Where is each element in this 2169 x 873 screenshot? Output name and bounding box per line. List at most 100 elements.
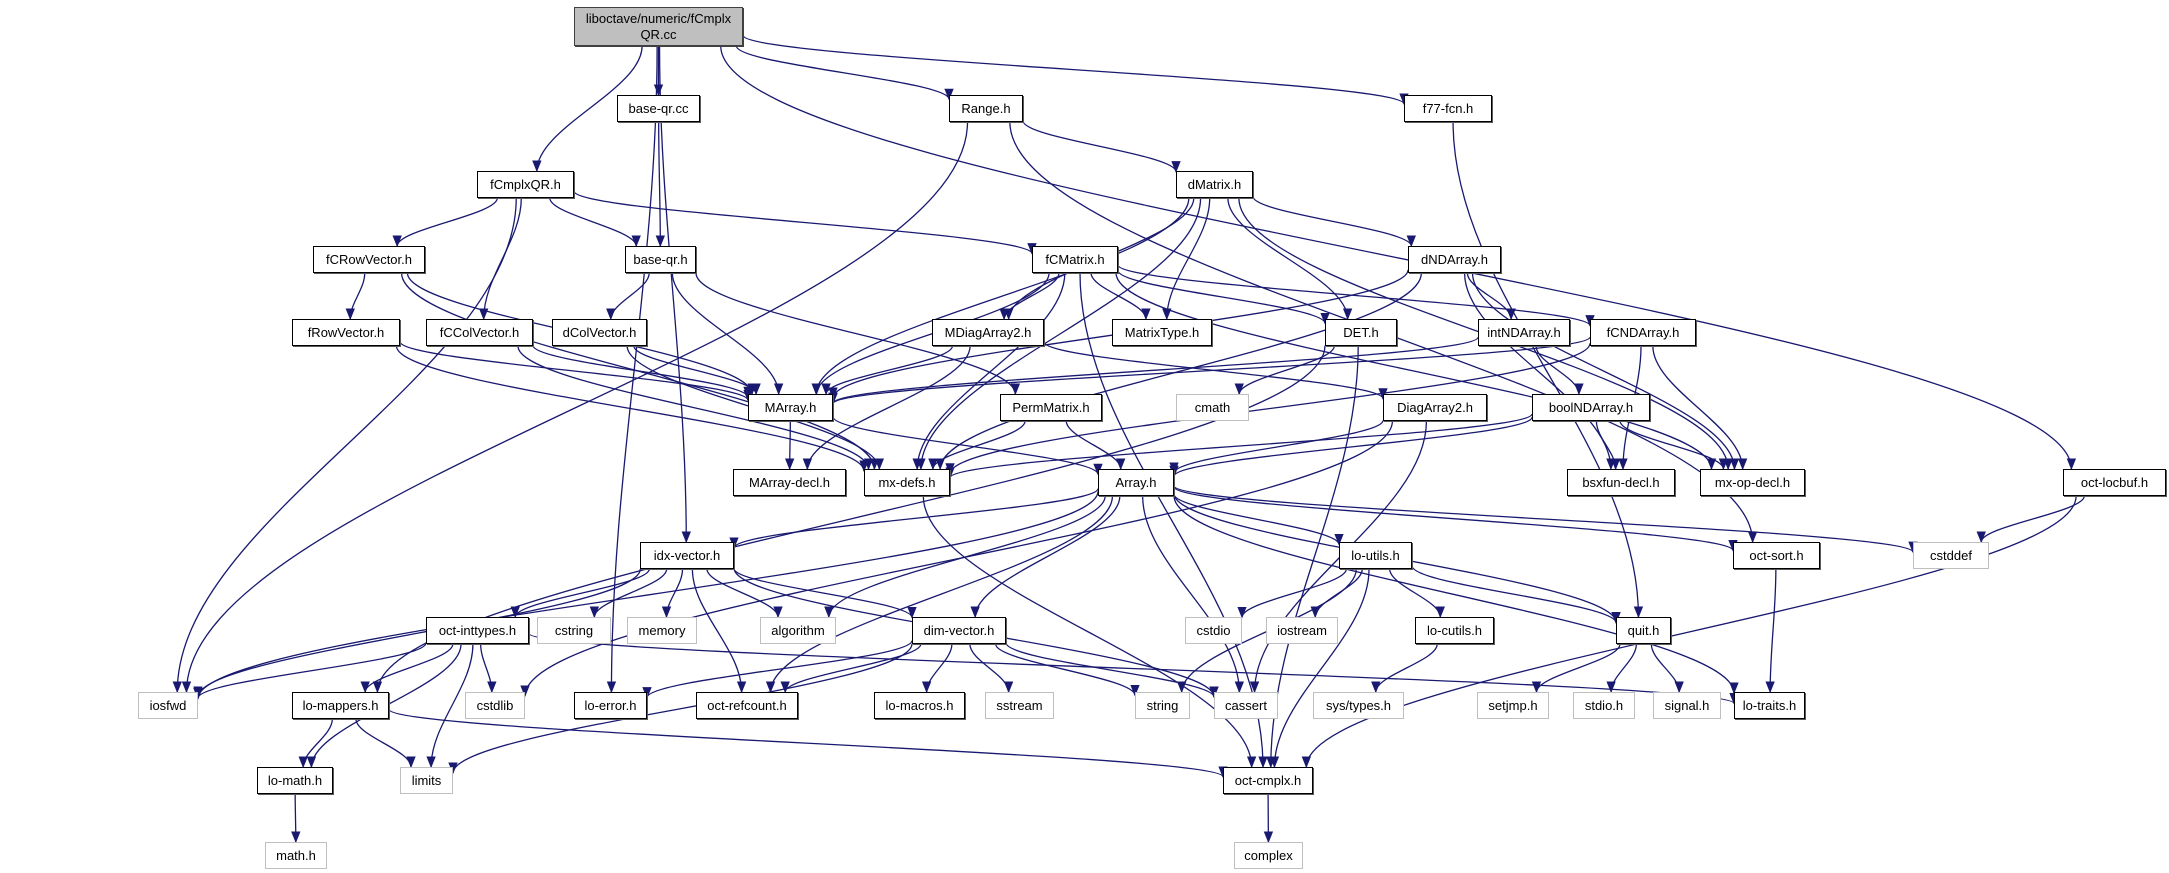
edge-quit-h-to-stdio-h bbox=[1606, 643, 1638, 694]
node-base-qr-cc[interactable]: base-qr.cc bbox=[617, 95, 700, 122]
edge-permmatrix-h-to-mx-defs-h bbox=[928, 420, 1026, 471]
edge-array-h-to-oct-refcount-h bbox=[765, 495, 1114, 694]
node-diagarray2-h[interactable]: DiagArray2.h bbox=[1383, 394, 1487, 421]
node-permmatrix-h[interactable]: PermMatrix.h bbox=[1000, 394, 1102, 421]
node-idx-vector-h[interactable]: idx-vector.h bbox=[640, 542, 734, 569]
edge-array-h-to-lo-traits-h bbox=[1173, 495, 1739, 695]
edge-quit-h-to-signal-h bbox=[1650, 643, 1684, 694]
node-lo-utils-h[interactable]: lo-utils.h bbox=[1339, 542, 1412, 569]
edge-fcmatrix-h-to-mx-defs-h bbox=[912, 272, 1066, 471]
node-mdiagarray2-h[interactable]: MDiagArray2.h bbox=[932, 319, 1044, 346]
node-stdio-h: stdio.h bbox=[1573, 692, 1635, 719]
edge-base-qr-h-to-permmatrix-h bbox=[695, 272, 1020, 396]
node-fcmplxqr-h[interactable]: fCmplxQR.h bbox=[477, 171, 574, 198]
edge-dim-vector-h-to-sstream bbox=[969, 643, 1014, 694]
edge-fcmplxqr-h-to-fcrowvector-h bbox=[392, 197, 498, 248]
edge-intndarray-h-to-marray-h bbox=[828, 336, 1479, 405]
node-base-qr-h[interactable]: base-qr.h bbox=[625, 246, 696, 273]
node-fcmatrix-h[interactable]: fCMatrix.h bbox=[1032, 246, 1118, 273]
edge-idx-vector-h-to-algorithm bbox=[706, 568, 783, 619]
edge-root-to-f77-fcn-h bbox=[742, 34, 1409, 106]
edge-diagarray2-h-to-array-h bbox=[1169, 420, 1384, 475]
node-marray-h[interactable]: MArray.h bbox=[748, 394, 833, 421]
node-intndarray-h[interactable]: intNDArray.h bbox=[1478, 319, 1570, 346]
edge-intndarray-h-to-boolndarray-h bbox=[1535, 345, 1584, 396]
node-boolndarray-h[interactable]: boolNDArray.h bbox=[1532, 394, 1650, 421]
node-matrixtype-h[interactable]: MatrixType.h bbox=[1112, 319, 1212, 346]
node-string: string bbox=[1135, 692, 1190, 719]
node-det-h[interactable]: DET.h bbox=[1325, 319, 1397, 346]
edge-dmatrix-h-to-matrixtype-h bbox=[1162, 197, 1211, 321]
edge-lo-utils-h-to-oct-cmplx-h bbox=[1269, 568, 1370, 769]
node-range-h[interactable]: Range.h bbox=[949, 95, 1023, 122]
node-mx-defs-h[interactable]: mx-defs.h bbox=[864, 469, 950, 496]
edge-idx-vector-h-to-dim-vector-h bbox=[733, 568, 917, 619]
node-lo-mappers-h[interactable]: lo-mappers.h bbox=[292, 692, 389, 719]
edge-dndarray-h-to-mx-defs-h bbox=[935, 272, 1423, 471]
edge-mdiagarray2-h-to-marray-decl-h bbox=[802, 345, 971, 471]
edge-fccolvector-h-to-marray-h bbox=[532, 345, 753, 399]
node-complex: complex bbox=[1234, 842, 1303, 869]
edge-fcmplxqr-h-to-base-qr-h bbox=[549, 197, 641, 248]
edge-lo-utils-h-to-cstdio bbox=[1237, 568, 1347, 619]
edge-root-to-lo-error-h bbox=[606, 45, 658, 694]
node-lo-error-h[interactable]: lo-error.h bbox=[574, 692, 647, 719]
edge-dndarray-h-to-mx-op-decl-h bbox=[1471, 272, 1740, 471]
node-f77-fcn-h[interactable]: f77-fcn.h bbox=[1404, 95, 1492, 122]
node-lo-macros-h[interactable]: lo-macros.h bbox=[874, 692, 965, 719]
edge-root-to-fcmplxqr-h bbox=[532, 45, 643, 173]
edge-dmatrix-h-to-marray-h bbox=[811, 197, 1190, 396]
edge-base-qr-h-to-marray-h bbox=[671, 272, 784, 396]
node-fcrowvector-h[interactable]: fCRowVector.h bbox=[313, 246, 425, 273]
edge-boolndarray-h-to-bsxfun-decl-h bbox=[1595, 420, 1621, 471]
edge-base-qr-cc-to-base-qr-h bbox=[655, 121, 666, 248]
edge-dim-vector-h-to-string bbox=[994, 643, 1140, 697]
node-oct-cmplx-h[interactable]: oct-cmplx.h bbox=[1223, 767, 1313, 794]
node-lo-cutils-h[interactable]: lo-cutils.h bbox=[1415, 617, 1494, 644]
edge-array-h-to-cstddef bbox=[1173, 485, 1918, 554]
edge-permmatrix-h-to-array-h bbox=[1065, 420, 1126, 471]
node-oct-inttypes-h[interactable]: oct-inttypes.h bbox=[426, 617, 529, 644]
edge-fcrowvector-h-to-frowvector-h bbox=[345, 272, 366, 321]
edge-fcndarray-h-to-mx-op-decl-h bbox=[1652, 345, 1748, 471]
node-array-h[interactable]: Array.h bbox=[1098, 469, 1174, 496]
edge-dmatrix-h-to-det-h bbox=[1227, 197, 1353, 321]
edge-oct-locbuf-h-to-oct-cmplx-h bbox=[1301, 495, 2077, 769]
node-lo-math-h[interactable]: lo-math.h bbox=[257, 767, 333, 794]
node-dmatrix-h[interactable]: dMatrix.h bbox=[1176, 171, 1253, 198]
node-dim-vector-h[interactable]: dim-vector.h bbox=[912, 617, 1006, 644]
edge-fcndarray-h-to-mx-defs-h bbox=[945, 343, 1591, 475]
edge-array-h-to-algorithm bbox=[824, 495, 1106, 619]
node-lo-traits-h[interactable]: lo-traits.h bbox=[1734, 692, 1805, 719]
edge-oct-sort-h-to-lo-traits-h bbox=[1765, 568, 1777, 694]
edge-dim-vector-h-to-lo-macros-h bbox=[921, 643, 953, 694]
edge-idx-vector-h-to-cstring bbox=[589, 568, 668, 619]
node-quit-h[interactable]: quit.h bbox=[1616, 617, 1671, 644]
node-fcndarray-h[interactable]: fCNDArray.h bbox=[1590, 319, 1696, 346]
edge-oct-inttypes-h-to-limits bbox=[426, 643, 474, 769]
node-oct-refcount-h[interactable]: oct-refcount.h bbox=[696, 692, 798, 719]
edge-range-h-to-dmatrix-h bbox=[1022, 120, 1181, 173]
node-dndarray-h[interactable]: dNDArray.h bbox=[1408, 246, 1501, 273]
node-fccolvector-h[interactable]: fCColVector.h bbox=[426, 319, 533, 346]
node-math-h: math.h bbox=[265, 842, 327, 869]
node-bsxfun-decl-h[interactable]: bsxfun-decl.h bbox=[1567, 469, 1675, 496]
edge-mdiagarray2-h-to-marray-h bbox=[821, 345, 954, 396]
node-mx-op-decl-h[interactable]: mx-op-decl.h bbox=[1700, 469, 1805, 496]
edge-lo-utils-h-to-quit-h bbox=[1411, 565, 1621, 624]
node-oct-sort-h[interactable]: oct-sort.h bbox=[1733, 542, 1820, 569]
node-iostream: iostream bbox=[1266, 617, 1338, 644]
node-frowvector-h[interactable]: fRowVector.h bbox=[292, 319, 400, 346]
edge-fcndarray-h-to-marray-h bbox=[828, 336, 1591, 405]
node-marray-decl-h[interactable]: MArray-decl.h bbox=[733, 469, 846, 496]
edge-frowvector-h-to-marray-h bbox=[399, 341, 753, 402]
node-dcolvector-h[interactable]: dColVector.h bbox=[552, 319, 647, 346]
edge-array-h-to-iosfwd bbox=[193, 491, 1099, 700]
edge-f77-fcn-h-to-quit-h bbox=[1452, 121, 1644, 619]
node-setjmp-h: setjmp.h bbox=[1477, 692, 1549, 719]
node-oct-locbuf-h[interactable]: oct-locbuf.h bbox=[2063, 469, 2166, 496]
node-root: liboctave/numeric/fCmplx QR.cc bbox=[574, 7, 743, 46]
edge-idx-vector-h-to-oct-refcount-h bbox=[691, 568, 747, 694]
